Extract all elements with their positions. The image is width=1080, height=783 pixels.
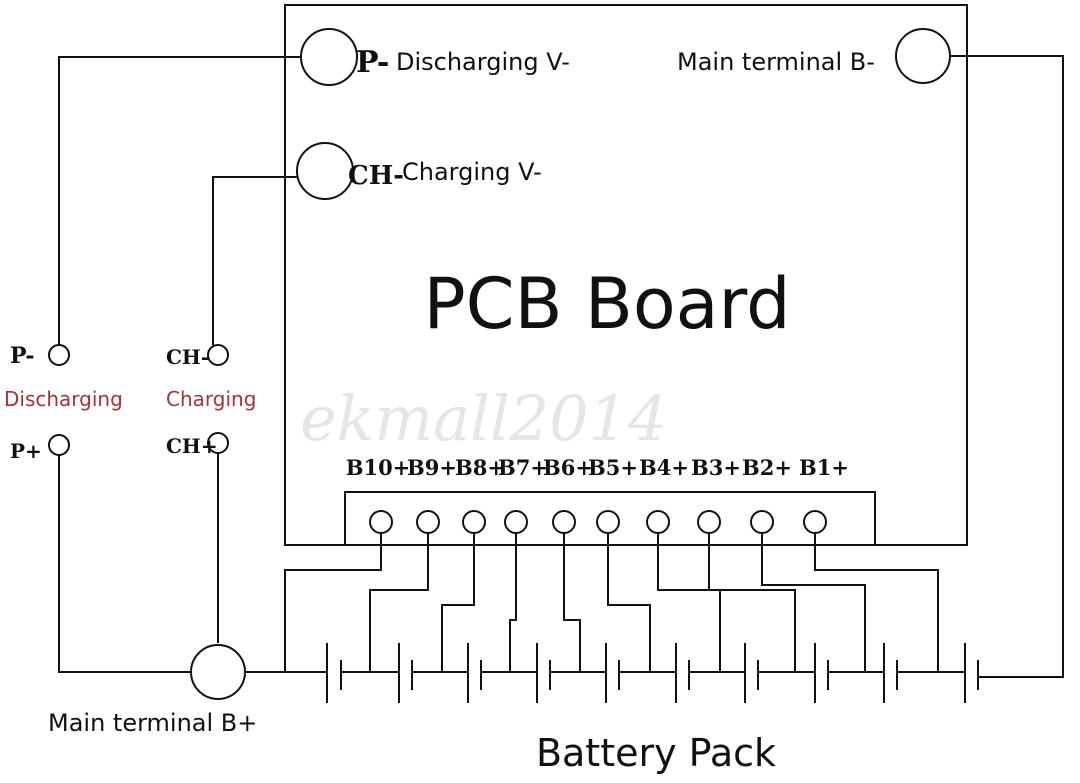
balance-wires [284,533,939,672]
watermark: ekmall2014 [300,382,667,455]
terminal-b8-plus [462,510,486,534]
terminal-label-b8-plus: B8+ [455,455,505,480]
port-p-minus-label: P- [10,343,34,369]
terminal-b2-plus [750,510,774,534]
terminal-label-b3-plus: B3+ [691,455,741,480]
terminal-label-b4-plus: B4+ [639,455,689,480]
terminal-block [344,491,876,545]
balance-wire-3 [441,533,475,672]
balance-wire-8 [708,533,796,672]
terminal-label-b1-plus: B1+ [799,455,849,480]
balance-wire-6 [607,533,651,672]
terminal-label-b6-plus: B6+ [543,455,593,480]
port-ch-minus [207,344,229,366]
terminal-circles [369,510,827,534]
b-plus-terminal [190,644,246,700]
pcb-title: PCB Board [423,263,790,345]
terminal-b6-plus [552,510,576,534]
terminal-label-b7-plus: B7+ [498,455,548,480]
balance-wire-10 [814,533,939,672]
port-p-plus-label: P+ [10,439,42,463]
terminal-label-b5-plus: B5+ [588,455,638,480]
terminal-b1-plus [803,510,827,534]
port-ch-minus-label: CH- [166,345,209,369]
terminal-b3-plus [697,510,721,534]
discharging-label: Discharging [4,387,123,411]
b-plus-label: Main terminal B+ [48,709,257,737]
balance-wire-7 [657,533,721,672]
ch-minus-desc: Charging V- [402,158,542,186]
wire-p-plus [58,455,192,673]
port-ch-plus-label: CH+ [166,434,218,458]
terminal-b10-plus [369,510,393,534]
terminal-label-b9-plus: B9+ [407,455,457,480]
balance-wire-1 [284,533,382,672]
port-ch-plus [207,432,229,454]
port-p-minus [48,344,70,366]
terminal-b5-plus [596,510,620,534]
b-minus-label: Main terminal B- [677,48,875,76]
terminal-b9-plus [416,510,440,534]
port-p-plus [48,434,70,456]
terminal-labels: B10+B9+B8+B7+B6+B5+B4+B3+B2+ B1+ [346,455,849,480]
balance-wire-4 [509,533,517,672]
p-minus-code: P- [356,45,389,80]
balance-wire-9 [761,533,866,672]
ch-minus-terminal [296,142,354,200]
terminal-label-b2-plus: B2+ [742,455,792,480]
b-minus-terminal [895,28,951,84]
balance-wire-2 [369,533,429,672]
wire-ch-minus [212,176,297,345]
balance-wire-5 [563,533,581,672]
p-minus-terminal [300,28,358,86]
terminal-b7-plus [504,510,528,534]
ch-minus-code: CH- [348,161,404,191]
terminal-b4-plus [646,510,670,534]
battery-cells [326,643,979,703]
wire-p-minus [58,56,301,345]
p-minus-desc: Discharging V- [396,48,570,76]
battery-pack-label: Battery Pack [536,731,776,775]
charging-label: Charging [166,387,256,411]
wire-b-minus [950,55,1064,678]
terminal-label-b10-plus: B10+ [346,455,411,480]
pcb-board [284,4,968,546]
